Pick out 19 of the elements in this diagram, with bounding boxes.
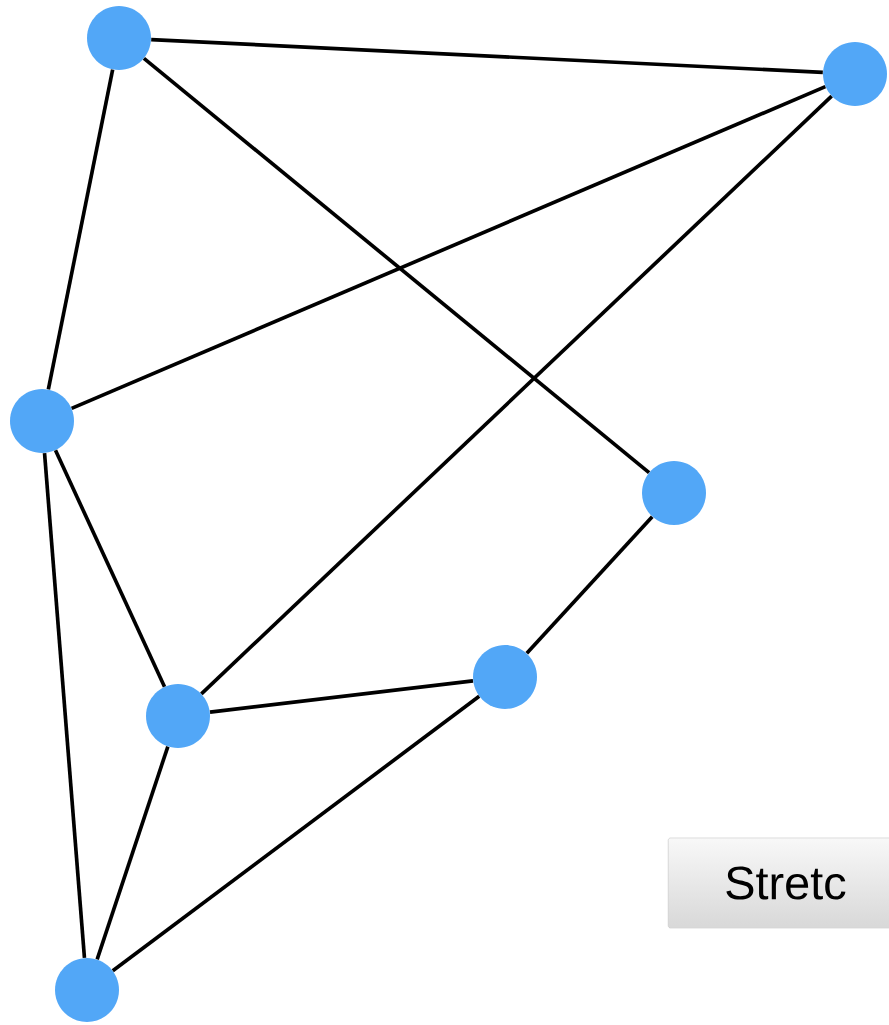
graph-vertex [823,42,887,106]
graph-vertex [642,461,706,525]
graph-edge [209,679,474,714]
stretch-button: Stretc [668,837,889,929]
graph-edge [95,746,170,960]
graph-edge [142,57,651,474]
graph-edge [42,452,87,958]
graph-vertex [146,684,210,748]
graph-vertex [55,958,119,1022]
graph-edge [46,69,115,390]
graph-edge [525,515,654,655]
graph-edge [200,94,833,696]
graph-edge [111,694,481,973]
graph-vertex [473,645,537,709]
graph-vertex [87,6,151,70]
graph-edge [151,37,823,75]
graph-edge [70,84,827,411]
graph-vertex [10,389,74,453]
graph-edge [53,449,167,688]
